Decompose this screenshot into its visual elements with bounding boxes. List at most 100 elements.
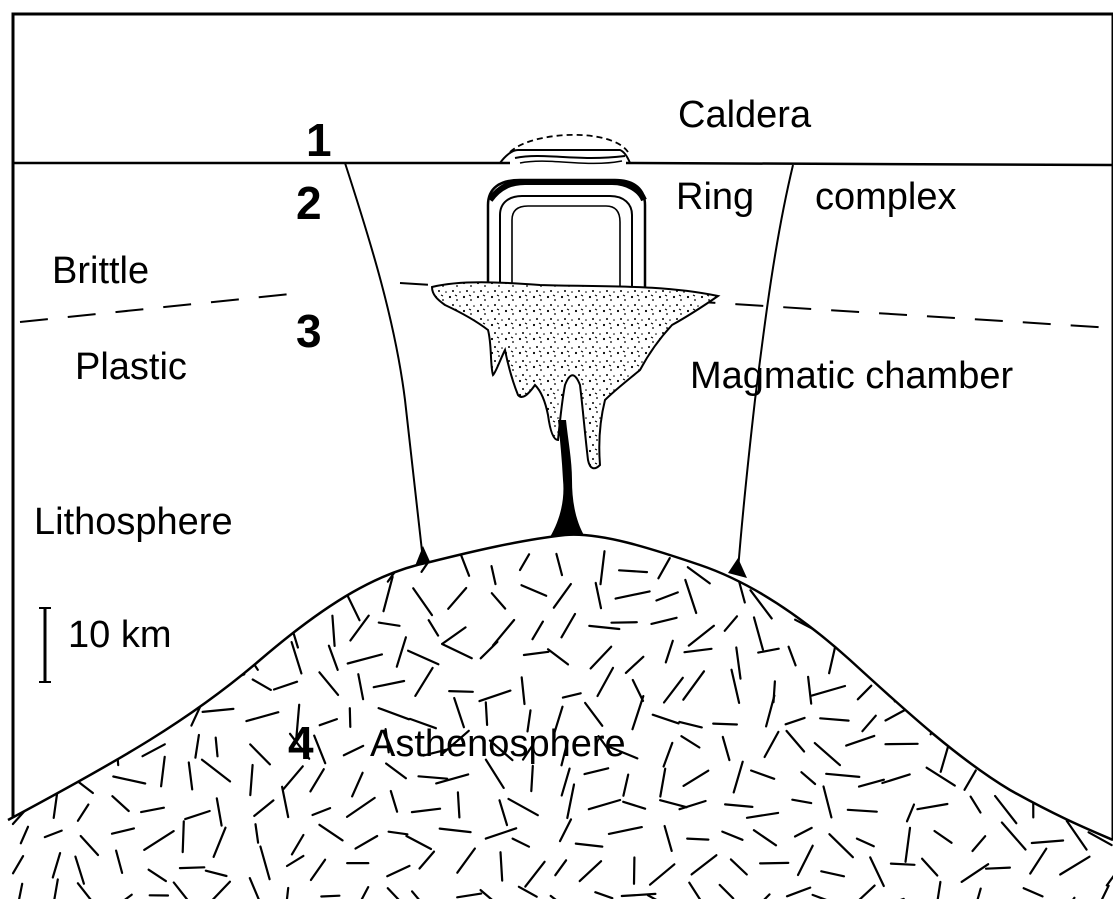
asthenosphere-texture-dash [922, 632, 952, 637]
stage-number-1: 1 [306, 117, 332, 163]
asthenosphere-texture-dash [5, 778, 37, 782]
asthenosphere-texture-dash [855, 621, 875, 627]
ring-complex-label-complex: complex [815, 178, 957, 216]
asthenosphere-label: Asthenosphere [370, 725, 626, 763]
asthenosphere-texture-dash [896, 601, 926, 603]
asthenosphere-texture-dash [20, 581, 25, 602]
asthenosphere-texture-dash [821, 555, 838, 584]
asthenosphere-texture-dash [1090, 774, 1110, 778]
asthenosphere-texture-dash [177, 680, 194, 709]
asthenosphere-texture-dash [83, 564, 100, 582]
asthenosphere-texture-dash [612, 622, 637, 623]
stage-number-3: 3 [296, 308, 322, 354]
asthenosphere-texture-dash [42, 562, 71, 580]
asthenosphere-texture-dash [687, 839, 708, 840]
asthenosphere-texture-dash [180, 867, 204, 868]
asthenosphere-texture-dash [67, 688, 95, 698]
asthenosphere-texture-dash [922, 590, 945, 616]
asthenosphere-texture-dash [182, 608, 190, 635]
plastic-label: Plastic [75, 348, 187, 386]
asthenosphere-texture-dash [174, 558, 190, 576]
asthenosphere-texture-dash [975, 715, 976, 734]
asthenosphere-texture-dash [210, 624, 246, 629]
asthenosphere-texture-dash [887, 620, 905, 629]
asthenosphere-texture-dash [1002, 735, 1009, 753]
asthenosphere-texture-dash [486, 702, 487, 725]
asthenosphere-texture-dash [149, 679, 175, 700]
asthenosphere-texture-dash [869, 590, 873, 609]
asthenosphere-texture-dash [931, 709, 946, 735]
asthenosphere-texture-dash [1020, 782, 1055, 786]
asthenosphere-texture-dash [995, 650, 999, 676]
asthenosphere-texture-dash [15, 548, 30, 581]
asthenosphere-texture-dash [922, 563, 946, 585]
asthenosphere-texture-dash [52, 678, 65, 708]
asthenosphere-texture-dash [48, 651, 70, 655]
asthenosphere-texture-dash [42, 721, 65, 730]
asthenosphere-texture-dash [1024, 594, 1047, 614]
asthenosphere-texture-dash [118, 705, 134, 724]
asthenosphere-texture-dash [289, 592, 304, 612]
asthenosphere-texture-dash [32, 739, 62, 750]
scale-label: 10 km [68, 616, 171, 654]
asthenosphere-texture-dash [891, 864, 915, 865]
asthenosphere-texture-dash [280, 553, 290, 578]
asthenosphere-texture-dash [895, 677, 903, 701]
asthenosphere-texture-dash [135, 566, 166, 579]
asthenosphere-texture-dash [893, 548, 898, 580]
ground-surface-line [13, 163, 1113, 165]
asthenosphere-texture-dash [76, 588, 93, 605]
asthenosphere-texture-dash [963, 598, 979, 610]
asthenosphere-texture-dash [995, 689, 1023, 699]
asthenosphere-texture-dash [1102, 640, 1113, 660]
asthenosphere-texture-dash [308, 595, 331, 601]
asthenosphere-texture-dash [240, 588, 259, 596]
asthenosphere-texture-dash [1051, 707, 1078, 715]
asthenosphere-texture-dash [86, 742, 104, 746]
asthenosphere-texture-dash [124, 670, 130, 695]
asthenosphere-texture-dash [1064, 796, 1089, 808]
caldera-label: Caldera [678, 96, 811, 134]
asthenosphere-texture-dash [1069, 641, 1080, 666]
asthenosphere-texture-dash [173, 591, 204, 605]
asthenosphere-texture-dash [862, 646, 878, 655]
asthenosphere-texture-dash [991, 598, 1010, 612]
asthenosphere-texture-dash [348, 568, 368, 581]
asthenosphere-texture-dash [222, 652, 233, 676]
asthenosphere-texture-dash [24, 706, 29, 738]
stage-number-2: 2 [296, 180, 322, 226]
asthenosphere-texture-dash [713, 724, 737, 725]
asthenosphere-texture-dash [757, 558, 782, 576]
asthenosphere-texture-dash [350, 708, 351, 727]
lithosphere-label: Lithosphere [34, 503, 233, 541]
asthenosphere-texture-dash [1091, 806, 1113, 814]
asthenosphere-texture-dash [854, 566, 888, 575]
asthenosphere-texture-dash [458, 792, 460, 817]
asthenosphere-texture-dash [1024, 659, 1047, 666]
asthenosphere-texture-dash [203, 562, 236, 571]
asthenosphere-texture-dash [1102, 679, 1113, 684]
asthenosphere-texture-dash [760, 863, 788, 864]
asthenosphere-texture-dash [968, 648, 977, 681]
asthenosphere-texture-dash [920, 637, 938, 667]
asthenosphere-texture-dash [531, 766, 533, 791]
asthenosphere-texture-dash [829, 591, 847, 617]
magmatic-chamber-label: Magmatic chamber [690, 357, 1013, 395]
asthenosphere-texture-dash [1097, 625, 1113, 630]
asthenosphere-texture-dash [1030, 743, 1050, 747]
asthenosphere-texture-dash [186, 634, 193, 667]
asthenosphere-texture-dash [927, 676, 932, 700]
asthenosphere-texture-dash [795, 598, 816, 615]
asthenosphere-texture-dash [1064, 736, 1085, 764]
magmatic-chamber-body [432, 282, 718, 468]
asthenosphere-texture-dash [1038, 685, 1056, 700]
asthenosphere-texture-dash [25, 634, 27, 669]
brittle-label: Brittle [52, 252, 149, 290]
asthenosphere-texture-dash [124, 552, 130, 574]
stage-number-4: 4 [288, 720, 314, 766]
asthenosphere-texture-dash [13, 676, 37, 691]
asthenosphere-texture-dash [1063, 585, 1091, 602]
asthenosphere-texture-dash [326, 560, 342, 575]
asthenosphere-texture-dash [48, 584, 64, 610]
asthenosphere-texture-dash [957, 686, 975, 690]
